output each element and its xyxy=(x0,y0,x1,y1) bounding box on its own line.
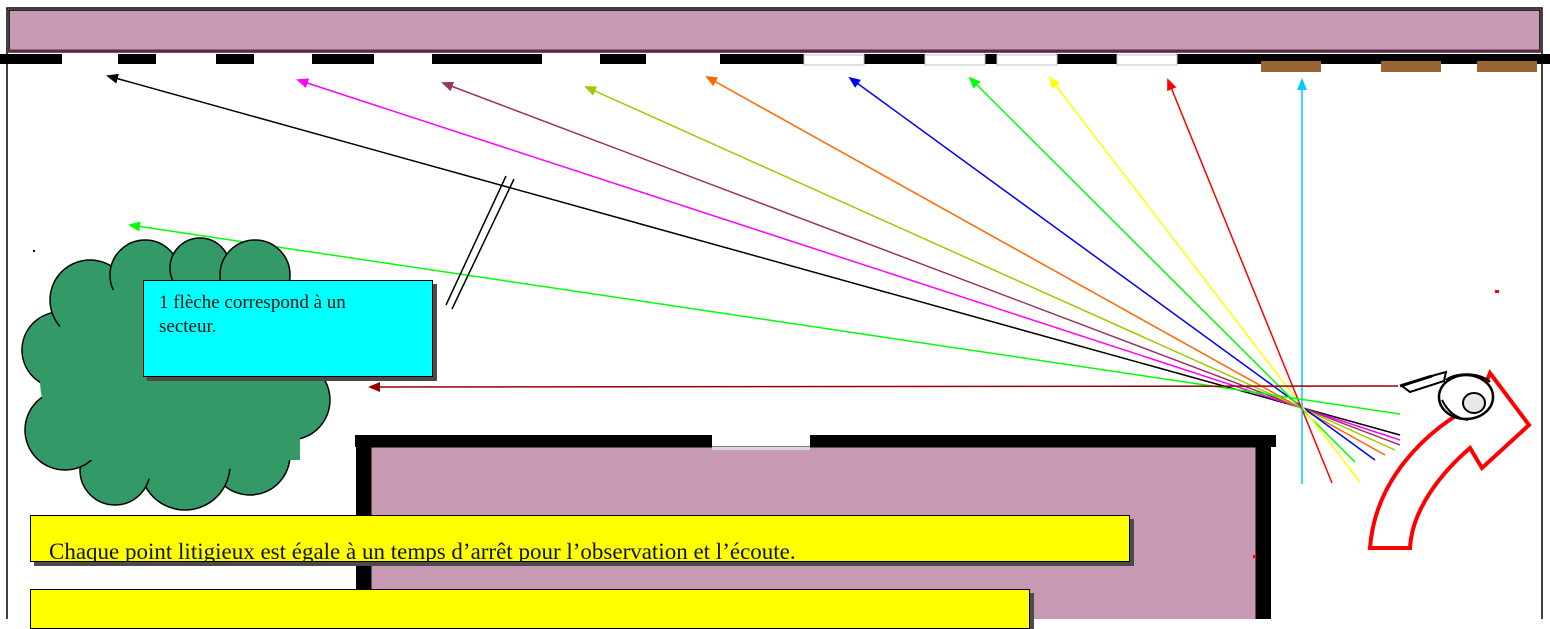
sector-arrows xyxy=(106,73,1401,484)
sector-arrow-olive xyxy=(584,86,1396,451)
bottom-building-walls xyxy=(355,435,1276,619)
note-stop-text: Chaque point litigieux est égale à un te… xyxy=(49,539,796,562)
sector-arrow-black xyxy=(106,73,1401,436)
sector-arrow-red xyxy=(1167,78,1333,484)
top-wall xyxy=(0,54,1550,66)
sector-arrow-blue xyxy=(848,76,1376,461)
mark-dot-building xyxy=(1253,555,1256,558)
u-turn-arrow-icon xyxy=(1367,368,1532,550)
break-mark xyxy=(445,175,515,310)
note-bottom xyxy=(30,589,1030,629)
sector-arrow-orange xyxy=(705,76,1386,456)
doors xyxy=(1261,61,1537,72)
mark-dot-right xyxy=(1495,290,1499,293)
building-top xyxy=(8,9,1541,53)
sector-arrow-plum xyxy=(441,81,1401,446)
sector-arrow-darkred xyxy=(368,381,1399,392)
sector-arrow-magenta xyxy=(296,78,1401,441)
page-border xyxy=(6,7,1543,619)
sector-arrow-green xyxy=(968,76,1356,463)
mark-dot-left xyxy=(33,250,35,252)
note-sector-text: 1 flèche correspond à un secteur. xyxy=(159,292,346,337)
note-stop: Chaque point litigieux est égale à un te… xyxy=(30,515,1130,562)
sector-arrow-yellow xyxy=(1048,76,1361,483)
note-sector: 1 flèche correspond à un secteur. xyxy=(143,280,433,377)
armed-person-icon xyxy=(1399,370,1495,421)
sector-arrow-lime-left xyxy=(128,221,1401,415)
